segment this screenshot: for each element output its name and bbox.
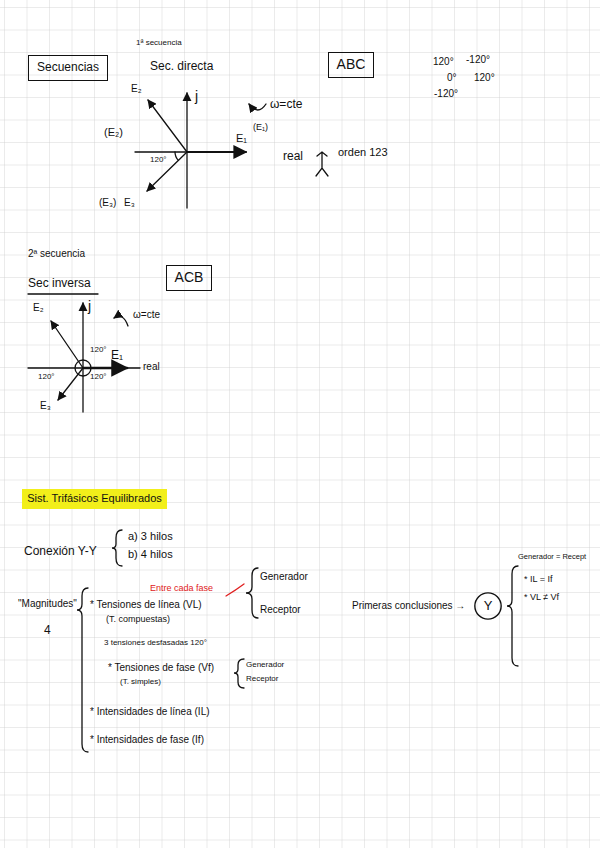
- note-text: (T. simples): [120, 677, 161, 686]
- note-text: E₃: [40, 400, 51, 412]
- note-text: Sec. directa: [150, 60, 213, 74]
- note-text: (E₁): [253, 122, 268, 132]
- note-text: Generador = Recept: [518, 553, 586, 562]
- note-text: real: [283, 150, 303, 164]
- note-text: 120°: [38, 372, 55, 381]
- note-text: E₂: [131, 83, 142, 95]
- note-text: Receptor: [260, 604, 301, 616]
- note-text: * IL = If: [524, 574, 552, 584]
- note-text: j: [195, 88, 198, 104]
- note-text: 120°: [150, 155, 167, 164]
- node-text: Y: [484, 598, 493, 614]
- boxed-heading: Secuencias: [28, 55, 108, 81]
- note-text: E₃: [124, 197, 135, 209]
- note-text: Generador: [246, 660, 284, 669]
- note-text: 4: [44, 624, 51, 638]
- note-text: 120°: [90, 372, 107, 381]
- note-text: E₁: [111, 349, 123, 363]
- note-text: real: [143, 361, 160, 373]
- note-text: Receptor: [246, 674, 278, 683]
- note-text: Entre cada fase: [150, 583, 213, 593]
- note-text: E₂: [33, 302, 44, 314]
- red-squiggle: [226, 584, 244, 596]
- note-text: 1ª secuencia: [136, 38, 182, 47]
- node-text: Sist. Trifásicos Equilibrados: [26, 492, 163, 505]
- curly-brace: [507, 566, 518, 666]
- circle-node: Y: [474, 592, 502, 620]
- rotation-arrow: [114, 316, 128, 326]
- note-text: * Tensiones de fase (Vf): [108, 662, 214, 674]
- note-text: (E₃): [99, 197, 116, 209]
- phasor-arrow: [83, 367, 127, 370]
- note-text: Generador: [260, 571, 308, 583]
- node-text: ACB: [173, 269, 205, 286]
- real-axis: [28, 367, 140, 368]
- note-text: ω=cte: [270, 98, 302, 112]
- note-text: Conexión Y-Y: [24, 545, 97, 559]
- note-text: 2ª secuencia: [28, 248, 85, 260]
- note-text: 0°: [447, 72, 457, 84]
- note-text: j: [88, 298, 91, 314]
- note-text: (T. compuestas): [106, 614, 170, 624]
- note-text: "Magnitudes": [18, 598, 77, 610]
- note-text: Primeras conclusiones →: [352, 600, 465, 612]
- circle-outline: [475, 593, 501, 619]
- note-text: orden 123: [338, 146, 388, 159]
- note-text: -120°: [466, 54, 490, 66]
- phasor-arrow: [187, 151, 246, 153]
- phasor-arrow: [58, 368, 83, 400]
- note-text: * VL ≠ Vf: [524, 592, 559, 602]
- note-text: * Intensidades de fase (If): [90, 734, 204, 746]
- angle-arc: [75, 360, 91, 376]
- underline: [28, 293, 98, 294]
- curly-brace: [246, 568, 258, 618]
- note-text: 120°: [433, 56, 454, 68]
- curly-brace: [112, 530, 122, 566]
- curly-brace: [77, 588, 88, 752]
- phasor-arrow: [148, 100, 187, 152]
- note-text: b) 4 hilos: [128, 548, 173, 561]
- highlight-band: Sist. Trifásicos Equilibrados: [22, 489, 167, 509]
- note-text: * Tensiones de línea (VL): [90, 599, 202, 611]
- note-text: Sec inversa: [28, 277, 91, 291]
- rotation-arrow: [249, 104, 266, 110]
- note-text: 120°: [474, 72, 495, 84]
- note-text: -120°: [434, 88, 458, 100]
- note-text: a) 3 hilos: [128, 530, 173, 543]
- phasor-arrow: [147, 152, 187, 191]
- boxed-heading: ABC: [328, 52, 374, 78]
- note-text: (E₂): [104, 126, 123, 139]
- angle-arc: [175, 152, 178, 160]
- node-text: Secuencias: [35, 60, 101, 74]
- imaginary-axis: [82, 303, 83, 412]
- boxed-heading: ACB: [166, 265, 212, 291]
- note-text: ω=cte: [133, 309, 160, 321]
- node-text: ABC: [335, 56, 367, 73]
- note-text: 120°: [90, 345, 107, 354]
- note-text: E₁: [236, 132, 247, 145]
- stick-symbol: [316, 152, 328, 176]
- note-text: 3 tensiones desfasadas 120°: [104, 638, 207, 647]
- curly-brace: [234, 659, 244, 688]
- note-text: * Intensidades de línea (IL): [90, 706, 210, 718]
